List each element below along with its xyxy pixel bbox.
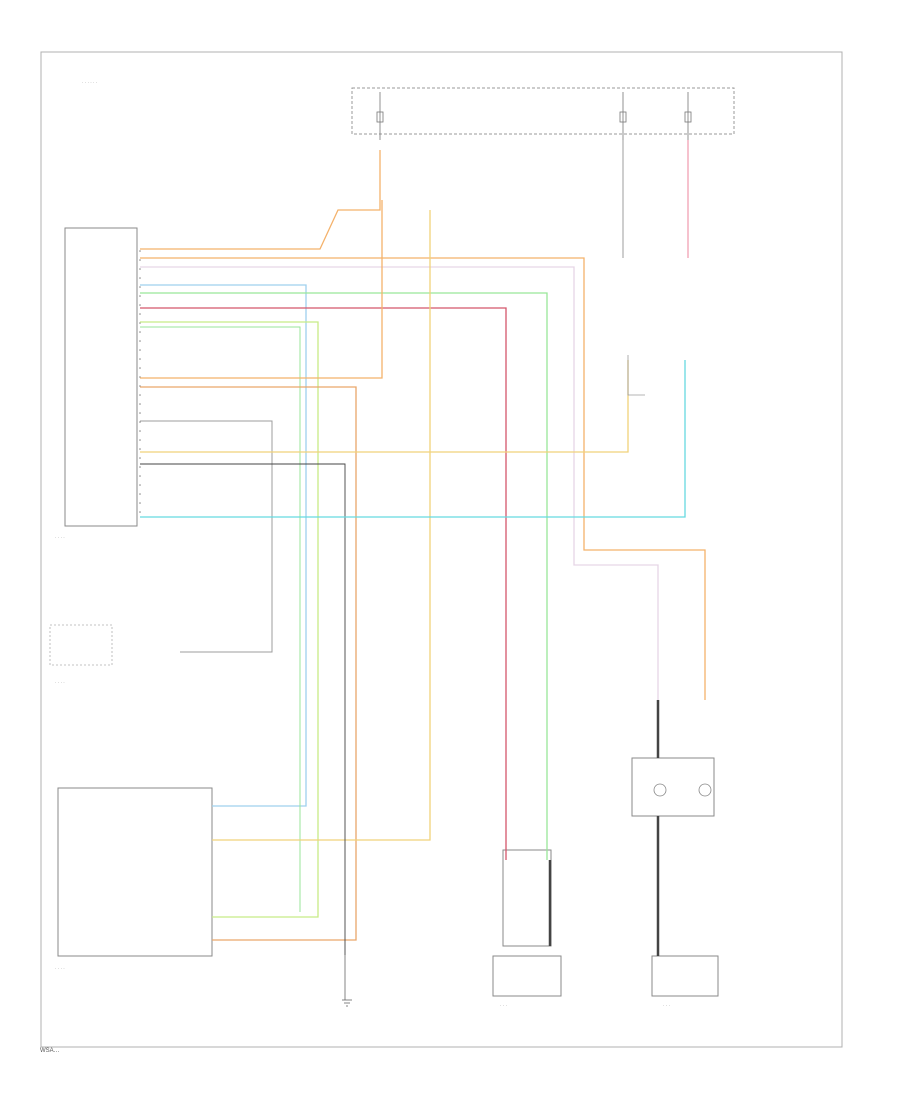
right-component <box>631 757 715 817</box>
wire-orange-black <box>140 386 357 941</box>
right-component-label: · · · <box>663 1003 670 1008</box>
right-component-circle-right <box>698 783 712 797</box>
middle-component-top <box>502 849 552 947</box>
wire-lt-green-yellow <box>140 321 319 918</box>
wire-cyan <box>140 360 686 518</box>
lower-left-box-label: · · · · <box>55 966 65 971</box>
wire-lt-green-2 <box>140 326 301 912</box>
title-note-block: · · · · · · <box>82 80 98 85</box>
control-module <box>64 227 138 527</box>
lower-left-box <box>57 787 213 957</box>
middle-component-base <box>492 955 562 997</box>
small-switch-box <box>49 624 113 666</box>
wire-lt-green <box>140 292 548 860</box>
ground-symbols <box>342 955 352 1007</box>
right-component-base <box>651 955 719 997</box>
fuse-box <box>351 87 735 135</box>
wire-lt-blue <box>140 284 307 807</box>
module-pins <box>139 250 141 513</box>
diagram-frame <box>40 51 843 1048</box>
fuse-box-fuses <box>376 92 692 140</box>
wire-yellow-2 <box>140 360 629 453</box>
wire-orange-top <box>140 150 381 250</box>
thick-wires <box>548 700 660 956</box>
wire-yellow <box>212 210 431 841</box>
footer-code: WSA… <box>40 1048 60 1054</box>
wire-white-red <box>140 266 659 700</box>
right-component-circle-left <box>653 783 667 797</box>
control-module-label: · · · · <box>55 535 65 540</box>
switch-label: · · · · <box>55 680 65 685</box>
wire-red <box>140 307 507 860</box>
wire-gray-lower <box>627 355 645 396</box>
wire-gray-small <box>140 420 273 653</box>
wire-orange-right <box>140 257 706 700</box>
wire-black-thin <box>140 463 346 955</box>
middle-component-label: · · · <box>500 1003 507 1008</box>
wire-orange-mid <box>140 200 383 379</box>
